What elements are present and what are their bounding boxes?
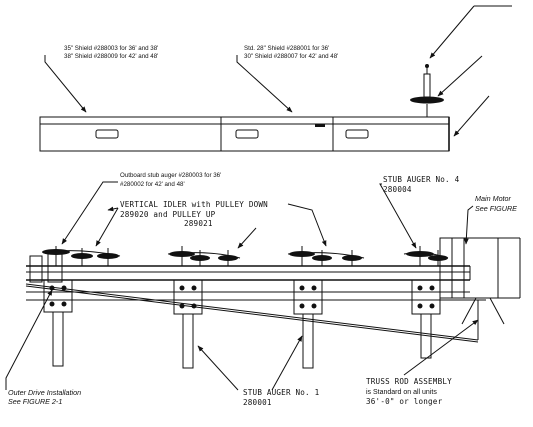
shield-std-label-2: 30" Shield #288007 for 42' and 48'	[244, 53, 338, 60]
pulley-group-3	[287, 246, 365, 266]
stub-auger-1-label-1: STUB AUGER No. 1	[243, 388, 320, 397]
shield-std-label-1: Std. 28" Shield #288001 for 36'	[244, 45, 329, 52]
pulley-group-2	[167, 246, 241, 266]
shield-35-label-2: 38" Shield #288009 for 42' and 48'	[64, 53, 158, 60]
stub-auger-4	[411, 279, 441, 359]
main-motor-frame	[439, 237, 521, 325]
truss-label-1: TRUSS ROD ASSEMBLY	[366, 377, 452, 386]
outboard-label-2: #280002 for 42' and 48'	[120, 181, 185, 188]
pulley-group-1	[42, 246, 121, 266]
shield-right	[332, 116, 450, 152]
stub-auger-4-label-1: STUB AUGER No. 4	[383, 175, 460, 184]
stub-auger-outer	[43, 279, 73, 367]
truss-rod	[25, 283, 486, 343]
shield-middle	[220, 116, 334, 152]
main-frame	[26, 251, 471, 301]
vertical-idler-label-2: 289020 and PULLEY UP	[120, 210, 216, 219]
truss-label-2: is Standard on all units	[366, 389, 437, 396]
main-motor-label-2: See FIGURE	[475, 204, 517, 213]
main-motor-label-1: Main Motor	[475, 194, 512, 203]
shield-assembly	[39, 116, 450, 152]
shield-left	[39, 116, 222, 152]
stub-auger-1	[173, 279, 203, 369]
shield-clip-detail	[410, 64, 444, 118]
vertical-idler-label-3: 289021	[184, 219, 213, 228]
outer-drive-label-2: See FIGURE 2-1	[8, 397, 62, 406]
stub-auger-2	[293, 279, 323, 369]
pulley-group-4	[403, 246, 449, 266]
outboard-label-1: Outboard stub auger #280003 for 36'	[120, 172, 221, 179]
shield-35-label-1: 35" Shield #288003 for 36' and 38'	[64, 45, 158, 52]
stub-auger-4-label-2: 280004	[383, 185, 412, 194]
stub-auger-1-label-2: 280001	[243, 398, 272, 407]
outer-drive-label-1: Outer Drive Installation	[8, 388, 81, 397]
truss-label-3: 36'-0" or longer	[366, 397, 443, 406]
vertical-idler-label-1: VERTICAL IDLER with PULLEY DOWN	[120, 200, 268, 209]
